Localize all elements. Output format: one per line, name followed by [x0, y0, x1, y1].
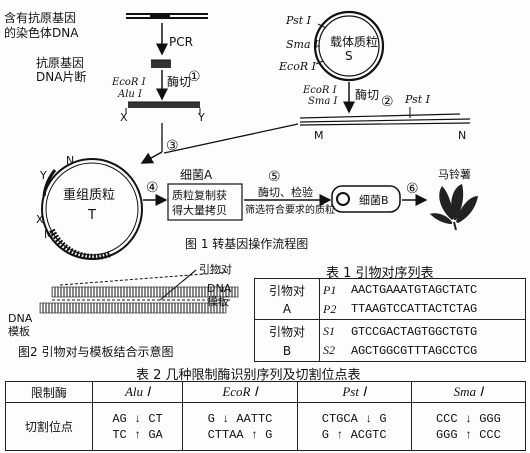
step-4-marker: ④ — [146, 180, 159, 196]
primer-table: 引物对 P1 AACTGAAATGTAGCTATC A P2 TTAAGTCCA… — [254, 278, 526, 362]
table-row: 引物对 P1 AACTGAAATGTAGCTATC — [254, 278, 526, 301]
cut-site-row-label: 切割位点 — [5, 402, 93, 451]
ecori-label-2: EcoR Ⅰ — [302, 85, 338, 96]
step-6-marker: ⑥ — [406, 181, 419, 197]
figure1-caption: 图 1 转基因操作流程图 — [185, 236, 308, 251]
table-header-row: 限制酶 Alu Ⅰ EcoR Ⅰ Pst Ⅰ Sma Ⅰ — [5, 381, 527, 403]
y-end-label: Y — [197, 111, 205, 124]
enzyme-cut-label-2: 酶切 — [355, 87, 379, 102]
template-label-right: 模板 — [207, 294, 229, 308]
replication-line-1: 质粒复制获 — [172, 188, 227, 202]
bacteria-b-cell — [331, 185, 401, 213]
primer-sequence: TTAAGTCCATTACTCTAG — [348, 300, 526, 321]
vector-name: 载体质粒 — [330, 34, 378, 49]
vector-s-label: S — [345, 49, 353, 63]
primer-id: P2 — [319, 300, 348, 321]
sma-label-vector: Sma Ⅰ — [286, 38, 319, 51]
recombinant-m-label: M — [44, 228, 54, 241]
enzyme-header: Alu Ⅰ — [91, 381, 184, 403]
restriction-enzyme-table: 限制酶 Alu Ⅰ EcoR Ⅰ Pst Ⅰ Sma Ⅰ 切割位点 AG ↓ C… — [5, 381, 527, 451]
x-end-label: X — [120, 111, 128, 124]
enzyme-header-label: 限制酶 — [5, 381, 93, 403]
table-row: A P2 TTAAGTCCATTACTCTAG — [254, 300, 526, 321]
replication-line-2: 得大量拷贝 — [172, 203, 227, 217]
pst-label-vector: Pst Ⅰ — [285, 14, 312, 27]
alui-label-1: Alu Ⅰ — [117, 89, 143, 100]
fragment-label-2: DNA片断 — [36, 69, 86, 84]
enzyme-header: EcoR Ⅰ — [182, 381, 298, 403]
primer-pair-b-label-2: B — [254, 341, 320, 362]
step-1-marker: ① — [188, 69, 201, 85]
table-row: B S2 AGCTGGCGTTTAGCCTCG — [254, 341, 526, 362]
primer-pointer-2 — [159, 269, 197, 301]
join-arrow — [140, 151, 163, 164]
recombinant-t-label: T — [87, 208, 96, 223]
enzyme-check-label: 酶切、检验 — [258, 185, 313, 199]
smai-label-2: Sma Ⅰ — [308, 96, 338, 107]
primer-id: S2 — [319, 341, 348, 362]
n-end-label: N — [458, 129, 466, 142]
table1-title: 表 1 引物对序列表 — [326, 266, 434, 281]
recombinant-n-label: N — [66, 154, 74, 167]
primer-id: P1 — [319, 278, 348, 301]
enzyme-header: Sma Ⅰ — [410, 381, 527, 403]
primer-pair-a-label-1: 引物对 — [254, 278, 320, 301]
step-2-marker: ② — [381, 94, 394, 110]
cut-fragment — [125, 101, 201, 114]
chromosome-label-2: 的染色体DNA — [4, 25, 79, 40]
recombinant-name: 重组质粒 — [63, 187, 115, 203]
join-line-vector — [163, 123, 299, 154]
primer-sequence: AACTGAAATGTAGCTATC — [348, 278, 526, 301]
recombinant-plasmid — [41, 158, 143, 260]
m-end-label: M — [314, 129, 324, 142]
fragment-label-1: 抗原基因 — [36, 55, 84, 70]
recombinant-y-label: Y — [39, 169, 47, 182]
table2-title: 表 2 几种限制酶识别序列及切割位点表 — [136, 368, 361, 383]
recombinant-x-label: X — [36, 213, 44, 226]
step-5-marker: ⑤ — [268, 169, 281, 185]
ecor-label-vector: EcoR Ⅰ — [278, 60, 317, 73]
dna-label-right: DNA — [207, 282, 232, 295]
dna-label-left: DNA — [8, 312, 33, 325]
enzyme-cut-label: 酶切 — [167, 74, 191, 89]
potato-plant-icon — [430, 184, 478, 231]
chromosome-dna — [126, 13, 208, 19]
pcr-label: PCR — [169, 35, 193, 49]
replication-box — [167, 183, 243, 221]
potato-label: 马铃薯 — [438, 167, 471, 181]
pst-label-linear: Pst Ⅰ — [404, 93, 431, 106]
screen-label: 筛选符合要求的质粒 — [245, 203, 335, 216]
vector-plasmid — [313, 10, 385, 82]
bacteria-a-label: 细菌A — [180, 168, 213, 182]
primer-template-diagram — [39, 271, 239, 314]
table-row: 引物对 S1 GTCCGACTAGTGGCTGTG — [254, 319, 526, 342]
enzyme-header: Pst Ⅰ — [296, 381, 412, 403]
template-label-left: 模板 — [8, 324, 30, 338]
primer-pair-a-label-2: A — [254, 300, 320, 321]
primer-sequence: GTCCGACTAGTGGCTGTG — [348, 319, 526, 342]
ecori-label-1: EcoR Ⅰ — [111, 77, 147, 88]
primer-id: S1 — [319, 319, 348, 342]
primer-pair-b-label-1: 引物对 — [254, 319, 320, 342]
linearized-vector — [299, 107, 471, 126]
chromosome-label-1: 含有抗原基因 — [4, 10, 76, 25]
antigen-gene-fragment — [151, 59, 171, 68]
bacteria-b-label: 细菌B — [359, 194, 389, 207]
step-3-marker: ③ — [166, 138, 179, 154]
primer-sequence: AGCTGGCGTTTAGCCTCG — [348, 341, 526, 362]
figure2-caption: 图2 引物对与模板结合示意图 — [18, 344, 173, 359]
primer-pair-label: 引物对 — [199, 262, 232, 276]
